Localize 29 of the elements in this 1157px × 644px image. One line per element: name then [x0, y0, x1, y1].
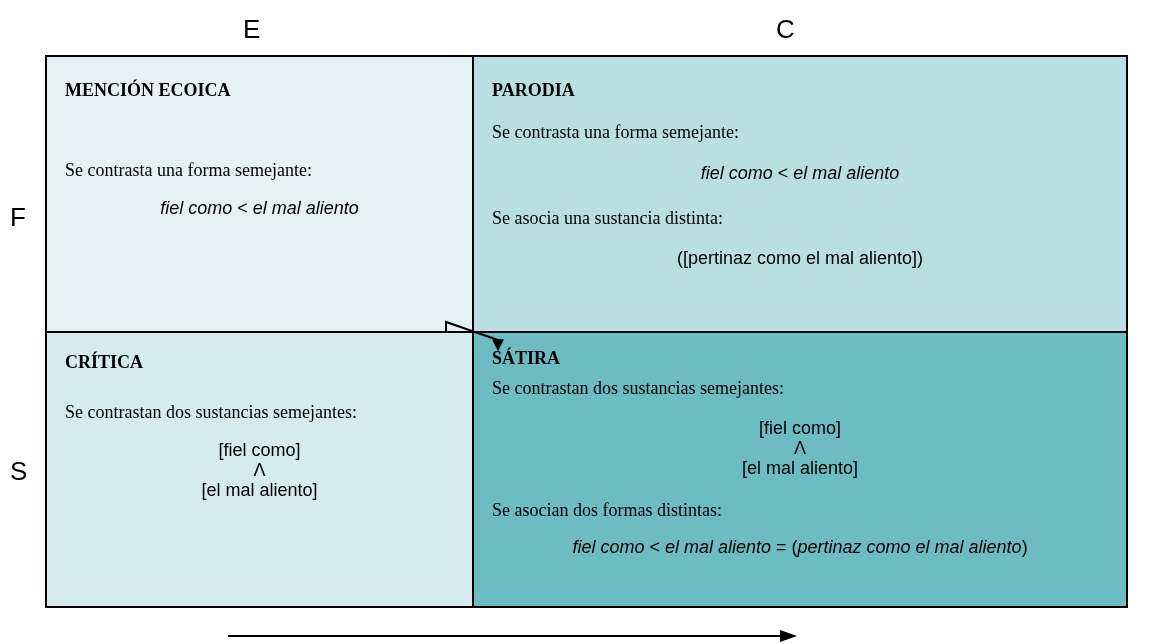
quadrant-box	[45, 55, 474, 333]
axis-label: E	[243, 14, 261, 45]
formula-text: [fiel como]	[759, 417, 841, 439]
formula-text: fiel como < el mal aliento	[700, 162, 900, 184]
quadrant-box	[472, 55, 1128, 333]
formula-text: fiel como < el mal aliento	[160, 197, 359, 219]
formula-text: Λ	[253, 460, 266, 481]
quadrant-text: Se asocian dos formas distintas:	[492, 499, 722, 521]
quadrant-text: Se asocia una sustancia distinta:	[492, 207, 723, 229]
axis-label: F	[10, 202, 26, 233]
quadrant-text: Se contrasta una forma semejante:	[65, 159, 312, 181]
quadrant-box	[472, 331, 1128, 608]
quadrant-box	[45, 331, 474, 608]
quadrant-heading: CRÍTICA	[65, 351, 143, 373]
zigzag-arrow	[445, 320, 504, 352]
quadrant-text: Se contrasta una forma semejante:	[492, 121, 739, 143]
formula-text: [el mal aliento]	[201, 479, 318, 501]
formula-text: [el mal aliento]	[741, 457, 859, 479]
quadrant-heading: SÁTIRA	[492, 347, 561, 369]
formula-text: Λ	[794, 438, 806, 459]
formula-text: [fiel como]	[218, 439, 301, 461]
quadrant-heading: MENCIÓN ECOICA	[65, 79, 231, 101]
axis-label: C	[776, 14, 795, 45]
formula-text: ([pertinaz como el mal aliento])	[676, 247, 924, 269]
quadrant-text: Se contrastan dos sustancias semejantes:	[65, 401, 357, 423]
quadrant-text: Se contrastan dos sustancias semejantes:	[492, 377, 784, 399]
formula-text: fiel como < el mal aliento = (pertinaz como el mal aliento)	[572, 536, 1028, 558]
axis-label: S	[10, 456, 28, 487]
quadrant-heading: PARODIA	[492, 79, 575, 101]
